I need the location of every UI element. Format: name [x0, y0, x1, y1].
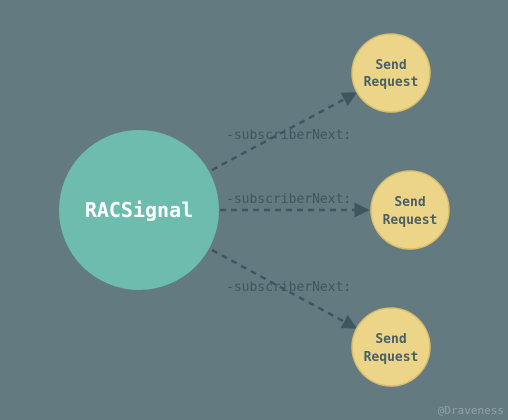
edges — [211, 91, 370, 330]
target-node-top: Send Request — [351, 33, 431, 113]
target-node-top-line2: Request — [364, 75, 419, 90]
target-node-middle-line1: Send — [394, 195, 425, 210]
source-node-circle — [59, 130, 219, 290]
target-node-bottom-line1: Send — [375, 332, 406, 347]
target-node-bottom-circle — [351, 307, 431, 387]
source-node-label: RACSignal — [85, 198, 193, 222]
edge-top — [211, 91, 358, 172]
target-node-middle-circle — [370, 170, 450, 250]
target-node-middle: Send Request — [370, 170, 450, 250]
edge-label-bottom: -subscriberNext: — [226, 280, 351, 295]
edge-bottom — [211, 248, 358, 330]
watermark: @Draveness — [438, 404, 504, 417]
edge-labels: -subscriberNext: -subscriberNext: -subsc… — [226, 128, 351, 295]
target-node-bottom-line2: Request — [364, 350, 419, 365]
edge-label-top: -subscriberNext: — [226, 128, 351, 143]
edge-label-middle: -subscriberNext: — [226, 192, 351, 207]
target-node-top-circle — [351, 33, 431, 113]
source-node: RACSignal — [59, 130, 219, 290]
target-node-top-line1: Send — [375, 58, 406, 73]
target-node-middle-line2: Request — [383, 213, 438, 228]
target-node-bottom: Send Request — [351, 307, 431, 387]
